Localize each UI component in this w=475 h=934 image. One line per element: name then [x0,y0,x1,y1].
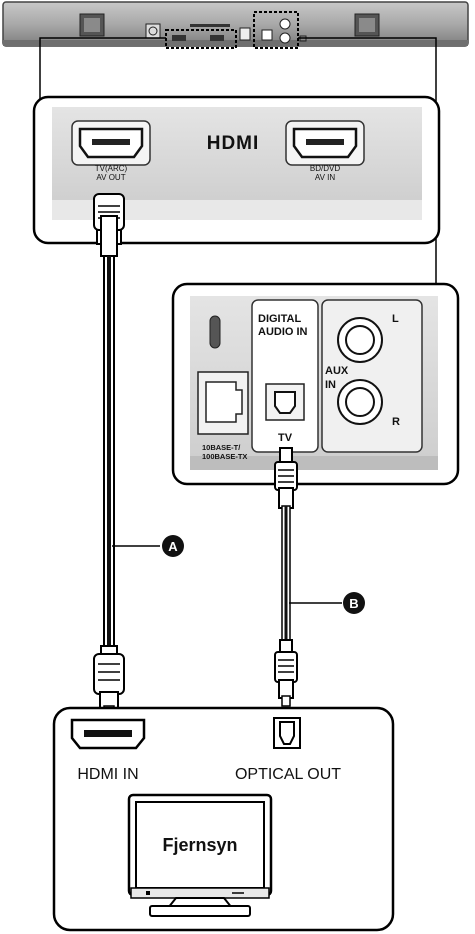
lan-port [197,371,249,435]
hdmi-arc-port [71,120,151,166]
tv-name: Fjernsyn [162,835,237,855]
tv-input-label: TV [278,432,293,444]
soundbar-hdmi-panel: TV(ARC) AV OUT HDMI BD/DVD AV IN [32,95,441,257]
soundbar [2,1,469,49]
tv-optical-out-port [273,717,301,749]
tv-hdmi-in-port [70,718,146,750]
cable-a-label: A [168,539,178,554]
hdmi-in-label: HDMI IN [77,766,138,783]
optical-plug-top [274,447,298,509]
hdmi-logo: HDMI [207,133,260,154]
cable-b-label: B [349,596,358,611]
digital-label-1: DIGITAL [258,313,301,325]
lan-label-1: 10BASE-T/ [202,443,241,452]
hdmi-in-port [285,120,365,166]
aux-r-jack [337,379,383,425]
cable-b: B [281,505,365,647]
optical-in-port [265,383,305,421]
aux-label-2: IN [325,379,336,391]
aux-l-jack [337,317,383,363]
optical-out-label: OPTICAL OUT [235,766,341,783]
optical-plug-bottom [274,639,298,707]
aux-label-1: AUX [325,365,349,377]
tv-panel: HDMI IN OPTICAL OUT Fjernsyn [52,706,395,932]
rear-panel: 10BASE-T/ 100BASE-TX DIGITAL AUDIO IN TV… [171,282,460,509]
aux-l-label: L [392,313,399,325]
port-arc-label-1: TV(ARC) [95,164,128,173]
aux-r-label: R [392,416,400,428]
hdmi-plug-bottom [93,645,125,715]
lan-label-2: 100BASE-TX [202,452,247,461]
digital-label-2: AUDIO IN [258,326,308,338]
port-arc-label-2: AV OUT [96,173,125,182]
port-in-label-2: AV IN [315,173,336,182]
port-in-label-1: BD/DVD [310,164,340,173]
tv-set [127,793,273,917]
hdmi-plug-top [93,193,125,257]
